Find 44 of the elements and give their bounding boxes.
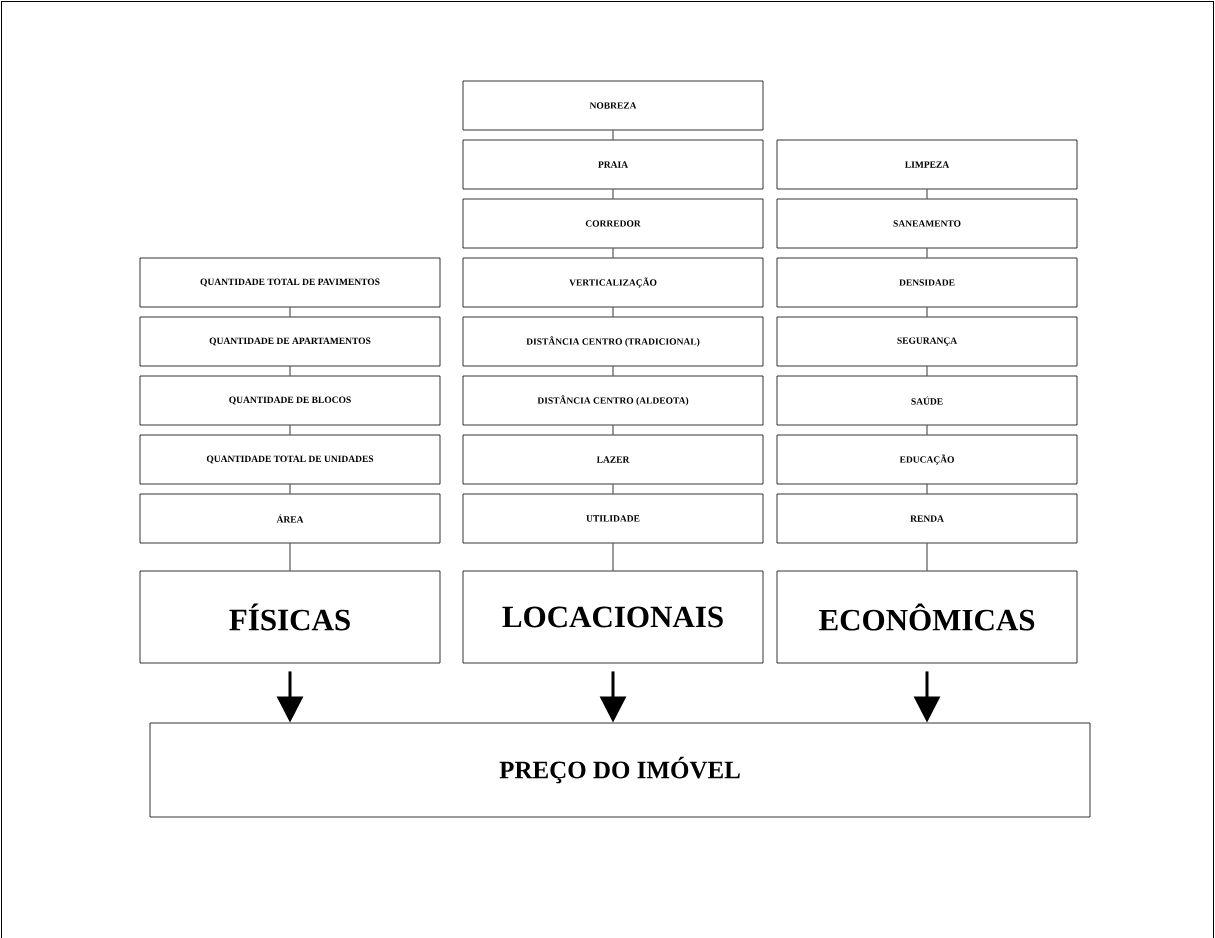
connector-line [612, 130, 614, 140]
connector-line [289, 307, 291, 317]
factor-box: LAZER [462, 434, 764, 485]
connector-line [289, 366, 291, 376]
factor-box: LIMPEZA [776, 139, 1078, 190]
connector-line [926, 425, 928, 435]
factor-box: UTILIDADE [462, 493, 764, 544]
factor-box: NOBREZA [462, 80, 764, 131]
factor-box: RENDA [776, 493, 1078, 544]
factor-box: CORREDOR [462, 198, 764, 249]
connector-line [926, 366, 928, 376]
factor-box: QUANTIDADE TOTAL DE UNIDADES [139, 434, 441, 485]
connector-line [926, 307, 928, 317]
connector-line [612, 543, 614, 571]
factor-box: EDUCAÇÃO [776, 434, 1078, 485]
connector-line [926, 543, 928, 571]
connector-line [612, 189, 614, 199]
connector-line [612, 366, 614, 376]
category-box: FÍSICAS [139, 570, 441, 664]
factor-box: DISTÂNCIA CENTRO (ALDEOTA) [462, 375, 764, 426]
result-box: PREÇO DO IMÓVEL [149, 722, 1091, 818]
factor-box: ÁREA [139, 493, 441, 544]
connector-line [926, 484, 928, 494]
factor-box: QUANTIDADE TOTAL DE PAVIMENTOS [139, 257, 441, 308]
connector-line [926, 248, 928, 258]
category-box: ECONÔMICAS [776, 570, 1078, 664]
connector-line [289, 425, 291, 435]
factor-box: SAÚDE [776, 375, 1078, 426]
factor-box: SANEAMENTO [776, 198, 1078, 249]
factor-box: PRAIA [462, 139, 764, 190]
connector-line [612, 425, 614, 435]
factor-box: DENSIDADE [776, 257, 1078, 308]
connector-line [289, 484, 291, 494]
factor-box: SEGURANÇA [776, 316, 1078, 367]
connector-line [612, 484, 614, 494]
connector-line [612, 248, 614, 258]
factor-box: DISTÂNCIA CENTRO (TRADICIONAL) [462, 316, 764, 367]
connector-line [612, 307, 614, 317]
factor-box: QUANTIDADE DE BLOCOS [139, 375, 441, 426]
factor-box: VERTICALIZAÇÃO [462, 257, 764, 308]
connector-line [289, 543, 291, 571]
category-box: LOCACIONAIS [462, 570, 764, 664]
connector-line [926, 189, 928, 199]
factor-box: QUANTIDADE DE APARTAMENTOS [139, 316, 441, 367]
